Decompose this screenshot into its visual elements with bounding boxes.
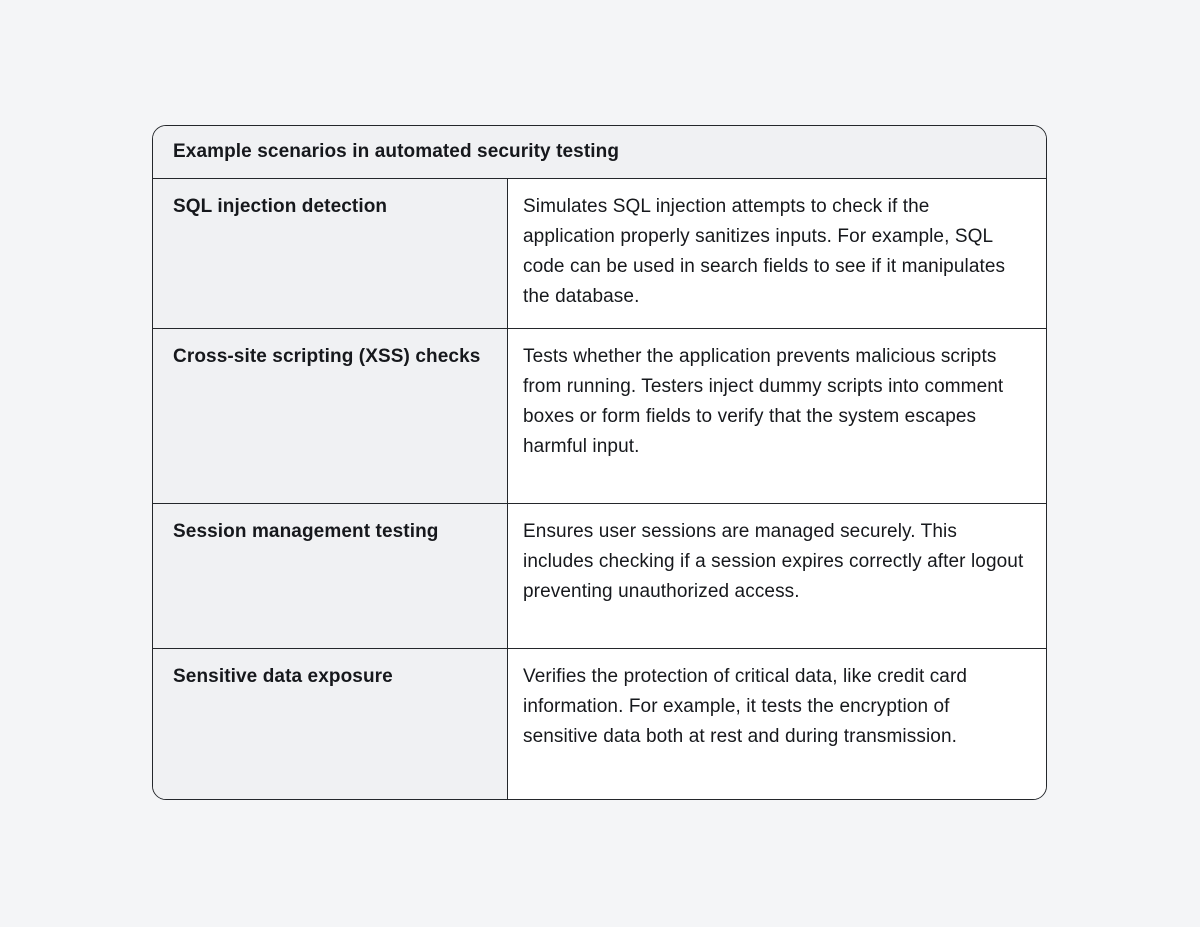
term-cell-session-management: Session management testing [153,504,508,648]
term-cell-sensitive-data: Sensitive data exposure [153,649,508,799]
table-title: Example scenarios in automated security … [153,126,1046,179]
term-cell-xss-checks: Cross-site scripting (XSS) checks [153,329,508,503]
security-testing-table: Example scenarios in automated security … [152,125,1047,800]
table-row: SQL injection detection Simulates SQL in… [153,179,1046,329]
table-row: Session management testing Ensures user … [153,504,1046,649]
description-cell-xss-checks: Tests whether the application prevents m… [508,329,1046,503]
table-row: Sensitive data exposure Verifies the pro… [153,649,1046,799]
description-cell-sensitive-data: Verifies the protection of critical data… [508,649,1046,799]
description-cell-session-management: Ensures user sessions are managed secure… [508,504,1046,648]
table-row: Cross-site scripting (XSS) checks Tests … [153,329,1046,504]
term-cell-sql-injection: SQL injection detection [153,179,508,328]
description-cell-sql-injection: Simulates SQL injection attempts to chec… [508,179,1046,328]
